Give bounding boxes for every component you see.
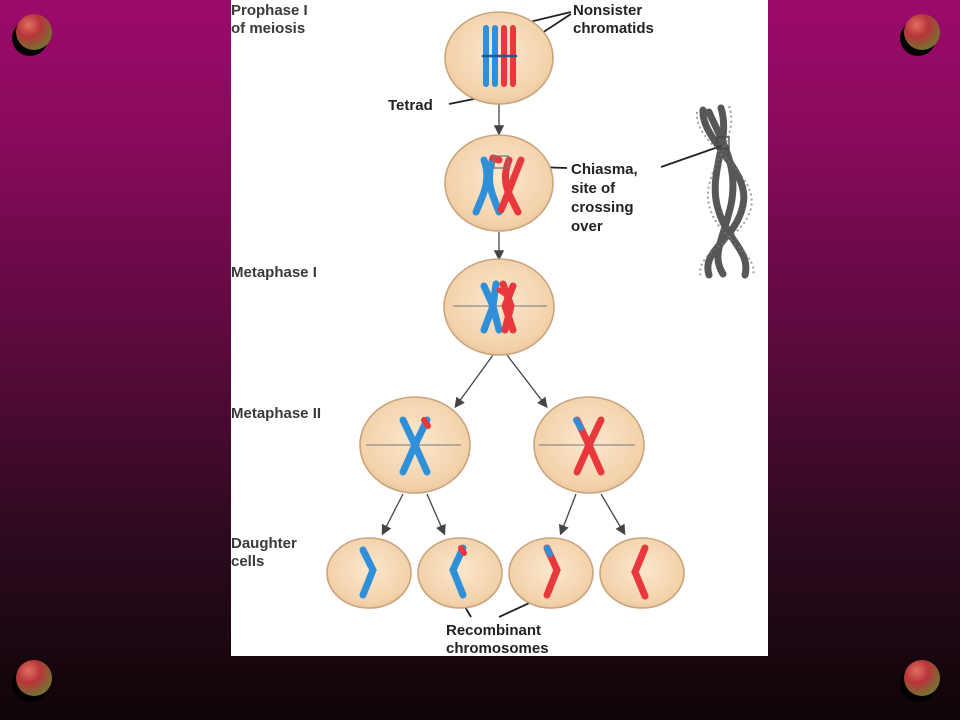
stage-label-metaphase1: Metaphase I — [231, 264, 317, 281]
callout-chiasma-line4: over — [571, 218, 603, 235]
cells — [326, 11, 685, 609]
stage-label-prophase-line2: of meiosis — [231, 20, 305, 37]
stage-arrows — [381, 104, 626, 536]
cell-metaphase1 — [443, 258, 555, 356]
corner-ornament-top-left — [12, 14, 56, 58]
stage-label-prophase-line1: Prophase I — [231, 2, 308, 19]
callout-tetrad: Tetrad — [388, 97, 433, 114]
callout-recombinant-line2: chromosomes — [446, 640, 549, 656]
cell-chiasma — [444, 134, 554, 232]
stage-label-daughter-line2: cells — [231, 553, 264, 570]
callout-chiasma-line2: site of — [571, 180, 616, 197]
stage-label-metaphase2: Metaphase II — [231, 405, 321, 422]
callout-nonsister-line1: Nonsister — [573, 2, 642, 19]
cell-daughter-2 — [417, 537, 503, 609]
chromosomes — [359, 25, 649, 600]
stage-label-daughter-line1: Daughter — [231, 535, 297, 552]
corner-ornament-top-right — [900, 14, 944, 58]
cell-prophase — [444, 11, 554, 105]
callout-chiasma-line3: crossing — [571, 199, 634, 216]
chiasma-micrograph — [695, 104, 755, 279]
crossing-over-diagram: Prophase I of meiosis Metaphase I Metaph… — [231, 2, 755, 656]
diagram-panel: Prophase I of meiosis Metaphase I Metaph… — [231, 0, 768, 656]
callout-chiasma-line1: Chiasma, — [571, 161, 638, 178]
callout-recombinant-line1: Recombinant — [446, 622, 541, 639]
cell-daughter-3 — [508, 537, 594, 609]
corner-ornament-bottom-right — [900, 660, 944, 704]
corner-ornament-bottom-left — [12, 660, 56, 704]
cell-daughter-4 — [599, 537, 685, 609]
callout-nonsister-line2: chromatids — [573, 20, 654, 37]
